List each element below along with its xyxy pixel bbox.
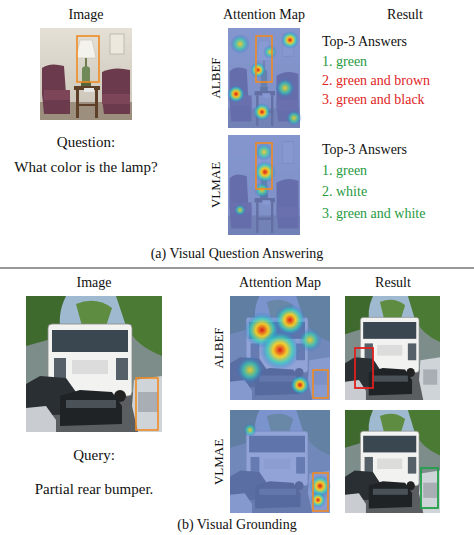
- question-text: What color is the lamp?: [14, 159, 157, 176]
- answer-item: 2. white: [322, 184, 367, 200]
- answers-heading: Top-3 Answers: [322, 34, 407, 50]
- answers-heading: Top-3 Answers: [322, 142, 407, 158]
- model-name: VLMAE: [209, 162, 224, 208]
- column-header: Result: [387, 7, 423, 23]
- column-header: Image: [77, 275, 112, 291]
- column-header: Attention Map: [239, 275, 321, 291]
- answer-item: 3. green and white: [322, 206, 425, 222]
- question-label: Question:: [57, 134, 115, 151]
- answer-item: 1. green: [322, 54, 367, 70]
- model-name: VLMAE: [212, 439, 227, 485]
- column-header: Attention Map: [223, 7, 305, 23]
- query-label: Query:: [73, 447, 115, 464]
- model-name: ALBEF: [209, 57, 224, 98]
- answer-item: 2. green and brown: [322, 73, 430, 89]
- answer-item: 1. green: [322, 163, 367, 179]
- query-text: Partial rear bumper.: [35, 481, 154, 498]
- column-header: Result: [375, 275, 411, 291]
- answer-item: 3. green and black: [322, 92, 425, 108]
- column-header: Image: [69, 7, 104, 23]
- subfigure-caption: (b) Visual Grounding: [177, 517, 296, 533]
- model-name: ALBEF: [212, 327, 227, 368]
- subfigure-caption: (a) Visual Question Answering: [151, 246, 324, 262]
